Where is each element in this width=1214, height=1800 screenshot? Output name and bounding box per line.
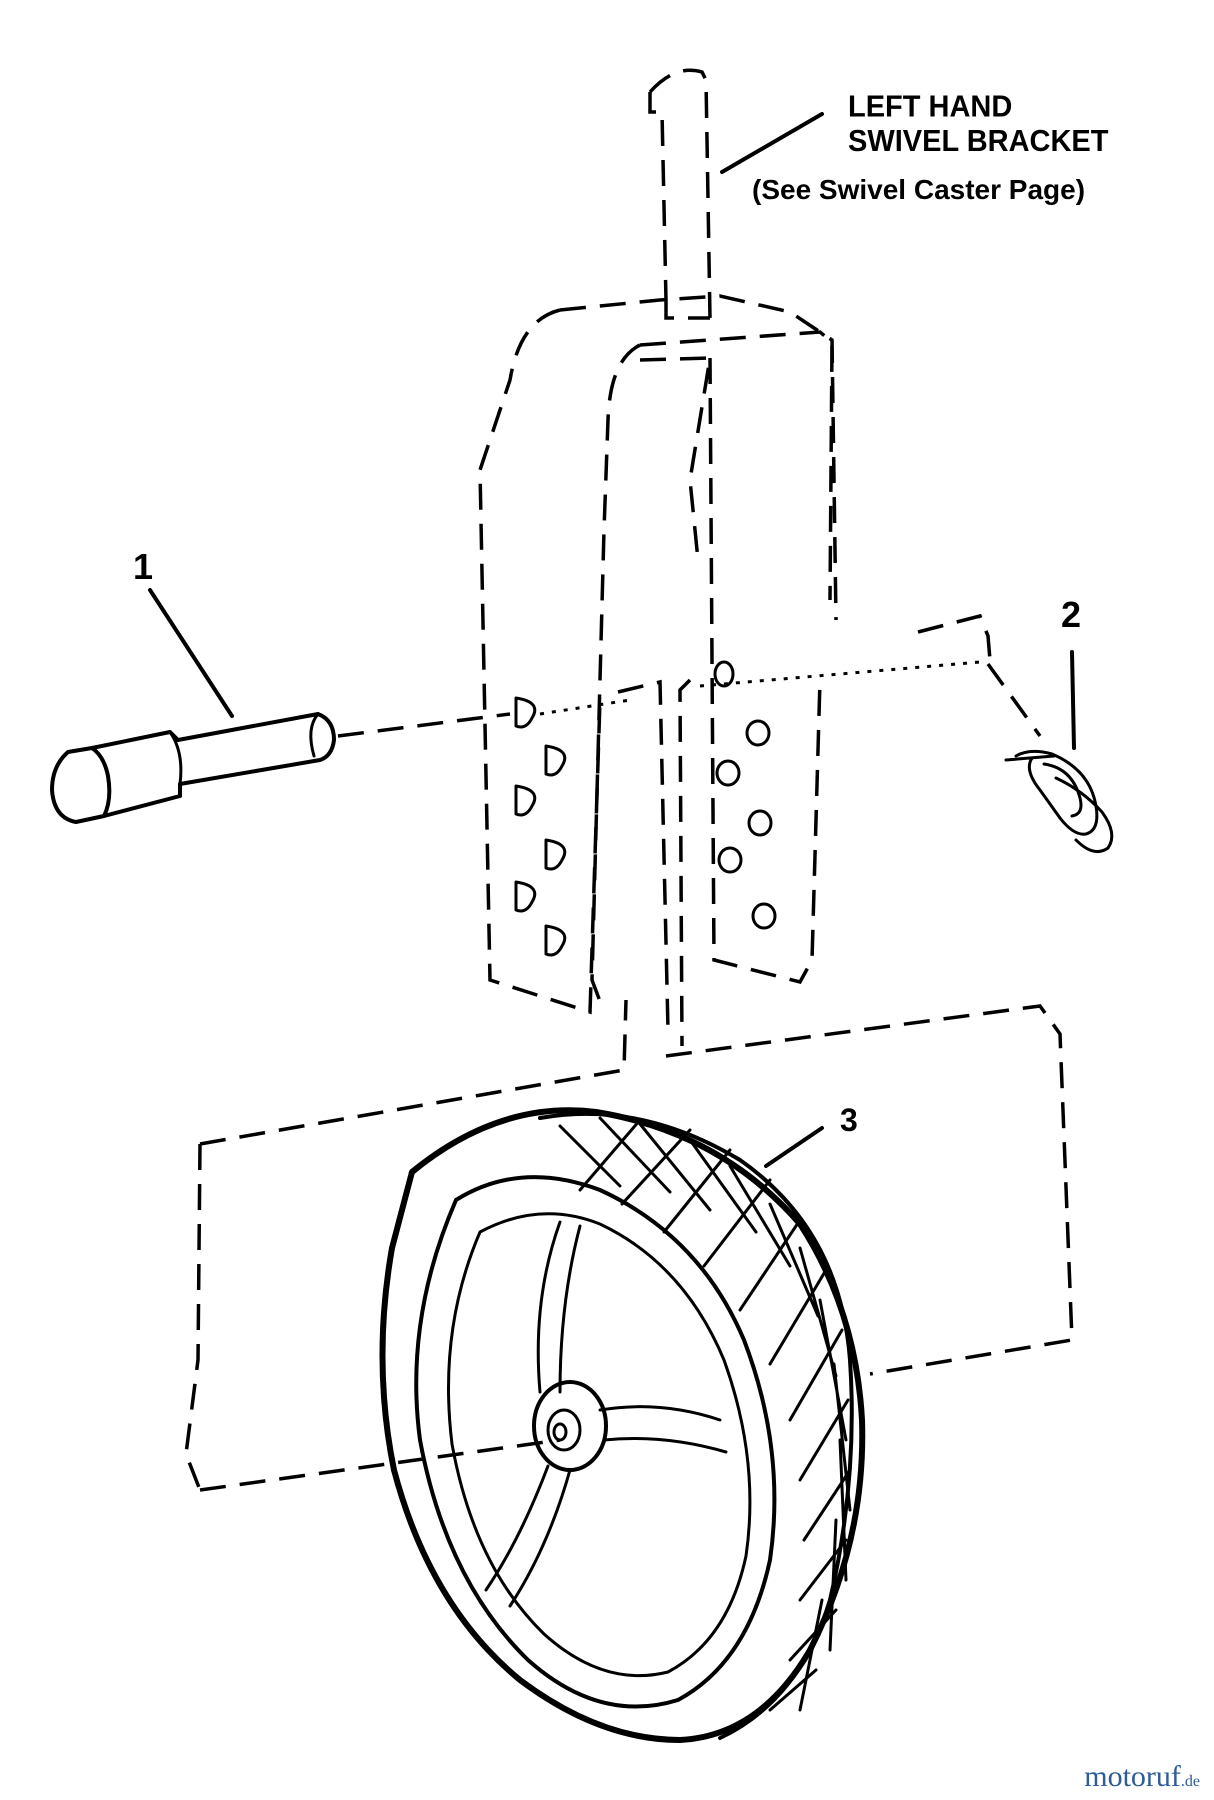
bracket-top-rim: [559, 294, 838, 621]
bracket-center-right: [678, 678, 692, 1047]
rim-inner: [447, 1212, 752, 1678]
tire-tread: [558, 1116, 852, 1712]
part-number-2: 2: [1061, 594, 1082, 635]
bracket-center-left: [617, 679, 670, 1031]
bracket-stem-left: [648, 92, 668, 301]
bracket-left-plate-outer: [478, 308, 602, 1015]
assembly-box-bottom: [199, 1438, 561, 1492]
bracket-right-plate-outer: [708, 357, 822, 985]
brand-logo[interactable]: motoruf.de: [1084, 1760, 1200, 1794]
hub-inner: [546, 1408, 582, 1452]
leader-bracket: [720, 112, 824, 174]
assembly-box-right: [665, 1004, 1074, 1376]
swivel-bracket: [478, 68, 838, 1047]
bracket-left-plate-inner: [590, 343, 641, 1013]
bracket-callout-title: LEFT HAND SWIVEL BRACKET: [848, 90, 1108, 160]
spoke-bottom: [484, 1464, 572, 1608]
axle-pin: [50, 712, 511, 824]
leader-part-3: [764, 1126, 824, 1168]
hub-bore: [552, 1422, 568, 1442]
wheel: [379, 1107, 866, 1743]
bracket-inner-rim: [639, 330, 834, 601]
spoke-top: [536, 1220, 582, 1394]
hairpin-clip: [917, 613, 1114, 854]
brand-suffix: .de: [1180, 1773, 1200, 1790]
bracket-callout-note: (See Swivel Caster Page): [752, 174, 1086, 205]
axle-centerline: [539, 660, 981, 716]
right-plate-holes: [713, 660, 777, 930]
bracket-callout-line2: SWIVEL BRACKET: [848, 125, 1109, 159]
brand-name: motoruf: [1084, 1760, 1181, 1793]
hub-outer: [532, 1380, 608, 1472]
spoke-right: [598, 1405, 728, 1454]
rim-outer: [414, 1175, 777, 1709]
left-plate-holes: [514, 696, 567, 957]
part-number-3: 3: [840, 1102, 858, 1138]
bracket-right-plate-inner: [639, 356, 713, 561]
bracket-stem-right: [648, 68, 712, 319]
part-number-1: 1: [133, 546, 154, 587]
bracket-stem-base: [664, 300, 710, 320]
bracket-callout-line1: LEFT HAND: [848, 90, 1013, 124]
leader-part-1: [148, 588, 234, 718]
assembly-box-left: [184, 1143, 202, 1491]
leader-part-2: [1070, 650, 1076, 750]
assembly-box-top-left: [199, 999, 628, 1146]
